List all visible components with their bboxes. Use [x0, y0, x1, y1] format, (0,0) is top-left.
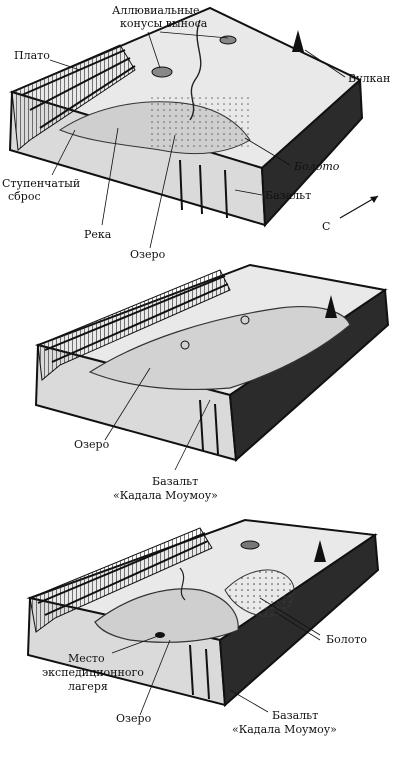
panel-3-swamp — [224, 569, 295, 617]
label-plateau: Плато — [14, 49, 50, 62]
label-basalt-2-line2: «Кадала Моумоу» — [113, 489, 218, 502]
label-basalt-3-line2: «Кадала Моумоу» — [232, 723, 337, 736]
panel-3-lake — [94, 588, 239, 643]
panel-1-right-face — [260, 77, 364, 228]
label-lake-3: Озеро — [116, 712, 152, 725]
panel-1-block — [8, 6, 379, 249]
north-arrow-head — [370, 196, 378, 203]
label-swamp-3: Болото — [326, 633, 367, 646]
label-alluvial-fans-line1: Аллювиальные — [112, 4, 200, 17]
label-basalt-3-line1: Базальт — [272, 709, 318, 722]
panel-2-volcano — [325, 295, 337, 318]
label-river: Река — [84, 228, 112, 241]
label-camp-line3: лагеря — [68, 680, 108, 693]
panel-3-right-face — [218, 533, 380, 708]
panel-1-volcano — [292, 30, 304, 52]
label-camp-line2: экспедиционного — [42, 666, 144, 679]
label-step-fault-line1: Ступенчатый — [2, 177, 80, 190]
label-alluvial-fans-line2: конусы выноса — [120, 17, 208, 30]
panel-3-camp-marker — [155, 632, 165, 638]
north-arrow — [339, 195, 379, 219]
label-basalt: Базальт — [265, 189, 311, 202]
label-swamp: Болото — [293, 160, 340, 173]
panel-3-block — [26, 518, 380, 716]
label-north: С — [322, 220, 330, 233]
panel-1-river — [189, 19, 202, 121]
label-lake: Озеро — [130, 248, 166, 261]
panel-2-lake — [88, 306, 351, 391]
label-step-fault-line2: сброс — [8, 190, 41, 203]
label-camp-line1: Место — [68, 652, 105, 665]
panel-2-block — [34, 263, 390, 471]
label-basalt-2-line1: Базальт — [152, 475, 198, 488]
panel-1-alluvial-fan — [151, 66, 173, 78]
panel-3-volcano — [314, 540, 326, 562]
label-lake-2: Озеро — [74, 438, 110, 451]
label-volcano: Вулкан — [348, 72, 390, 85]
